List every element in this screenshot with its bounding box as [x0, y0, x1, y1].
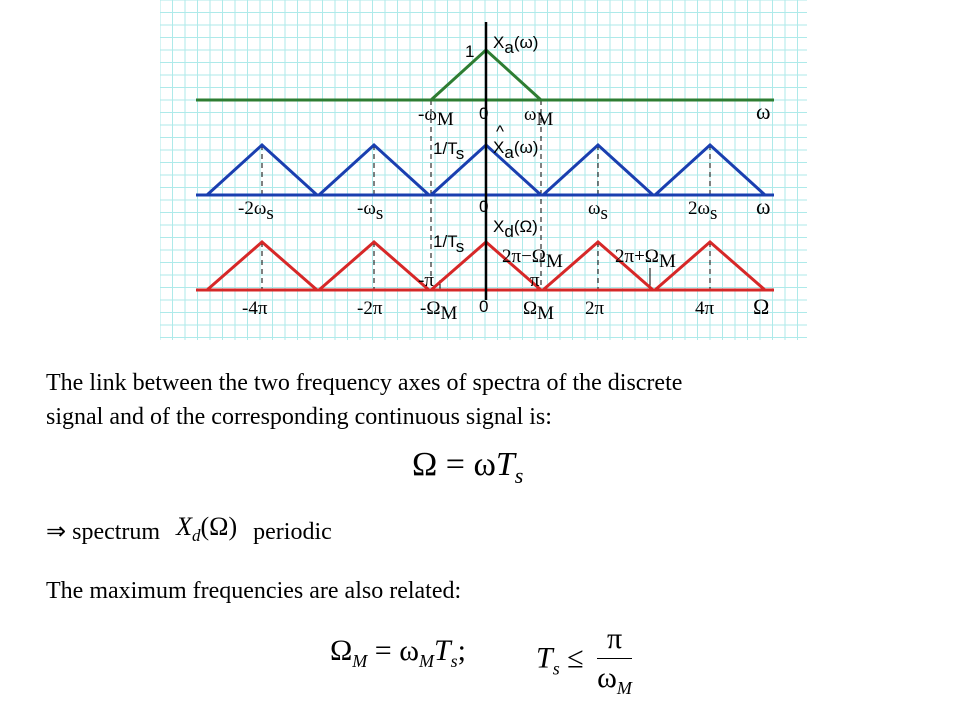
- panel3-axis-label: Ω: [753, 294, 769, 319]
- implies-line: ⇒ spectrum Xd(Ω) periodic: [46, 512, 332, 557]
- panel1-tick-neg: -ωM: [418, 104, 454, 130]
- panel3-tick-2pi: 2π: [585, 298, 605, 319]
- eq3-le: ≤: [567, 641, 584, 675]
- panel2-triangle: [541, 142, 655, 197]
- panel2-tick-p2: 2ωs: [688, 198, 717, 224]
- eq3-T: T: [536, 641, 553, 675]
- panel3-ann-pi: π: [530, 270, 540, 291]
- panel2-tick-m2: -2ωs: [238, 198, 274, 224]
- eq3-denominator: ωM: [597, 661, 632, 698]
- panel3-triangle: [206, 240, 318, 292]
- paragraph-frequency-link: The link between the two frequency axes …: [46, 366, 682, 434]
- spectrum-word: spectrum: [72, 519, 161, 545]
- panel3-ann-neg-pi: -π: [418, 270, 434, 291]
- panel2-tick-p1: ωs: [588, 198, 608, 224]
- panel1-axis-label: ω: [756, 99, 770, 124]
- eq2-semicolon: ;: [457, 634, 467, 667]
- panel3-triangle: [654, 240, 766, 292]
- eq2-T: T: [433, 634, 451, 667]
- panel2-triangle: [317, 142, 431, 197]
- eq1-equals: =: [445, 446, 465, 483]
- eq2-omega: ω: [399, 634, 419, 667]
- panel1-peak-label: 1: [465, 42, 474, 61]
- panel3-y-label: Xd(Ω): [493, 217, 538, 241]
- panel3-peak-label: 1/Ts: [433, 232, 464, 256]
- panel3-tick-mOm: -ΩM: [420, 298, 457, 324]
- implies-arrow: ⇒: [46, 519, 67, 545]
- panel3-triangle: [542, 240, 654, 292]
- panel3-ann-right: 2π+ΩM: [615, 246, 676, 272]
- panel2-tick-m1: -ωs: [357, 198, 383, 224]
- paragraph-line-1: The link between the two frequency axes …: [46, 370, 683, 396]
- eq3-numerator: π: [597, 622, 632, 659]
- panel2-labels: ^ Xa(ω) 1/Ts -2ωs -ωs 0 ωs 2ωs ω: [238, 122, 770, 224]
- panel2-peak-label: 1/Ts: [433, 139, 464, 163]
- panel3-triangle: [318, 240, 430, 292]
- eq2-Omega: Ω: [330, 634, 353, 667]
- eq1-lhs: Ω: [412, 446, 438, 483]
- panel3-tick-Om: ΩM: [523, 298, 554, 324]
- panel2-axis-label: ω: [756, 194, 770, 219]
- panel2-tick-zero: 0: [479, 197, 488, 216]
- xd-symbol: Xd(Ω): [176, 512, 238, 546]
- panel3-ann-left: 2π−ΩM: [502, 246, 563, 272]
- periodic-word: periodic: [253, 519, 332, 545]
- equation-omega-relation: Ω = ωTs: [412, 446, 523, 489]
- eq2-equals: =: [374, 634, 392, 667]
- paragraph-max-frequencies: The maximum frequencies are also related…: [46, 578, 462, 604]
- panel1-y-label: Xa(ω): [493, 33, 538, 57]
- panel3-tick-4pi: 4π: [695, 298, 715, 319]
- panel2-y-label-hat: ^: [496, 122, 504, 141]
- paragraph-line-2: signal and of the corresponding continuo…: [46, 404, 552, 430]
- panel3-tick-m4pi: -4π: [242, 298, 268, 319]
- eq1-T: T: [495, 446, 515, 483]
- panel2-triangle: [653, 142, 767, 197]
- panel2-y-label: Xa(ω): [493, 138, 538, 162]
- panel3-labels: Xd(Ω) 1/Ts 2π−ΩM 2π+ΩM -π π -4π -2π -ΩM …: [242, 217, 769, 324]
- eq3-fraction: π ωM: [597, 622, 632, 699]
- eq1-T-sub: s: [514, 462, 524, 488]
- equation-max-frequency: ΩM = ωMTs;: [330, 634, 467, 672]
- panel2-triangle: [205, 142, 319, 197]
- panel3-tick-m2pi: -2π: [357, 298, 383, 319]
- eq1-omega: ω: [473, 446, 496, 483]
- spectra-figure: 1 Xa(ω) -ωM 0 ωM ω ^ Xa(ω) 1/Ts -2ωs -ωs…: [160, 0, 807, 340]
- panel3-tick-zero: 0: [479, 297, 488, 316]
- panel1-labels: 1 Xa(ω) -ωM 0 ωM ω: [418, 33, 770, 130]
- panel1-tick-zero: 0: [479, 104, 488, 123]
- panel1-tick-pos: ωM: [524, 104, 554, 130]
- equation-sampling-condition: Ts ≤ π ωM: [536, 622, 632, 699]
